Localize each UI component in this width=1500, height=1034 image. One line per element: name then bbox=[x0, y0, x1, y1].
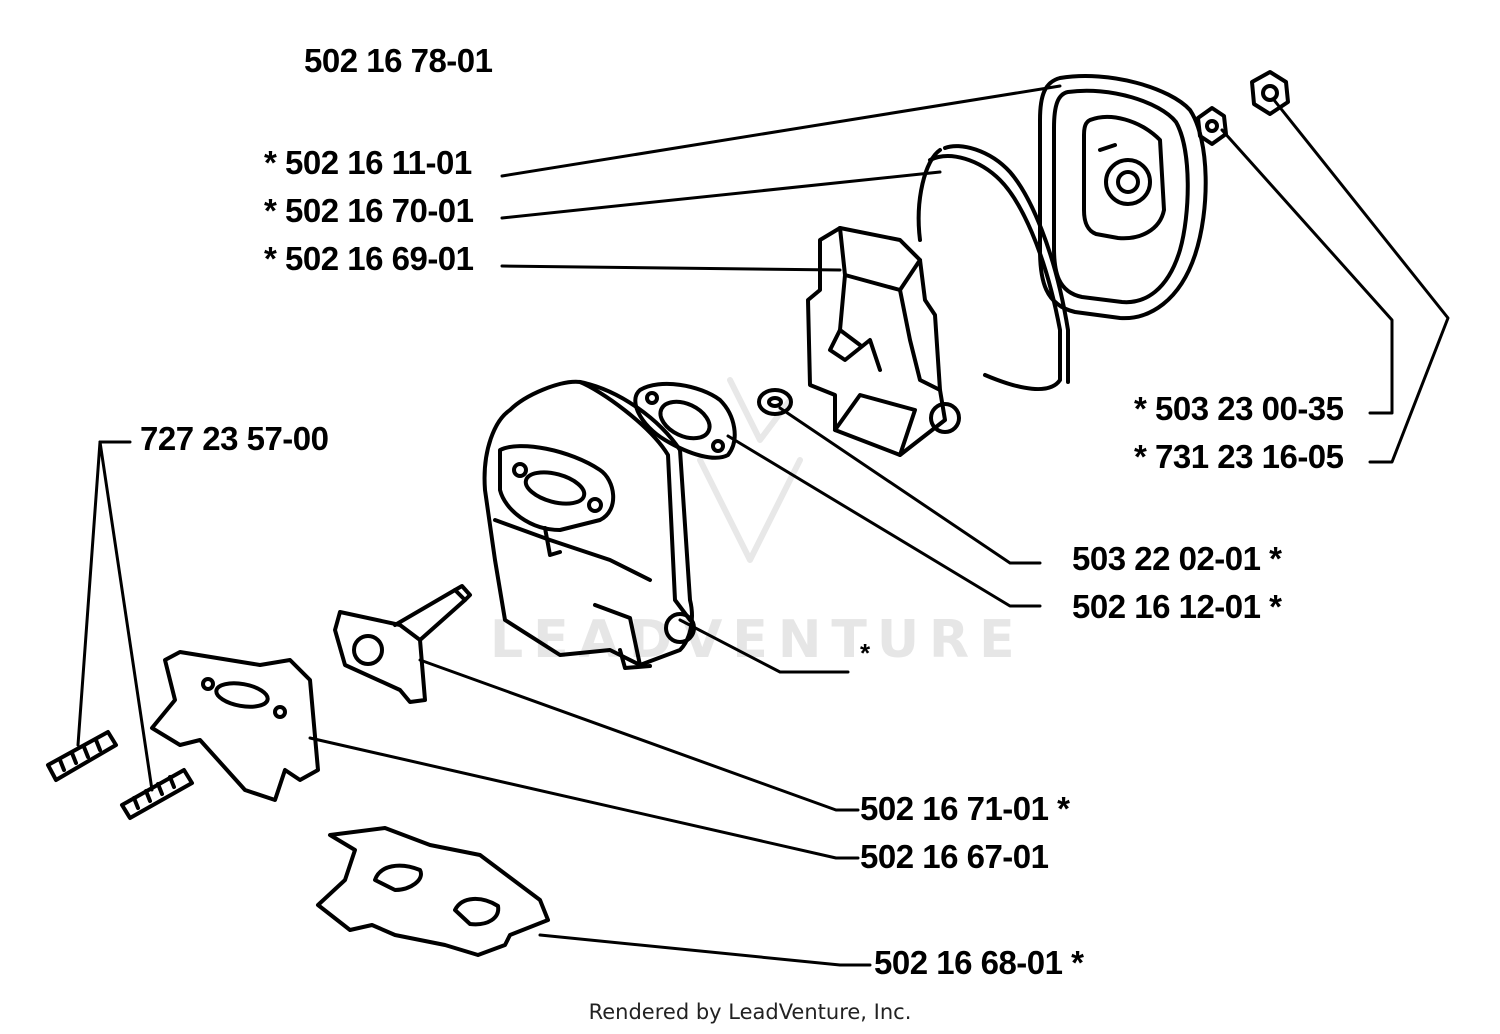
part-label: 727 23 57-00 bbox=[140, 420, 329, 457]
bottom-gasket-part bbox=[316, 826, 550, 957]
stud-part-2 bbox=[120, 768, 194, 820]
wire-clip-part bbox=[916, 144, 1070, 392]
part-label: 502 16 12-01 * bbox=[1072, 588, 1282, 625]
watermark: LEADVENTURE bbox=[490, 610, 1025, 670]
part-label: 503 22 02-01 * bbox=[1072, 540, 1282, 577]
part-label: * bbox=[860, 638, 870, 668]
part-label: * 502 16 11-01 bbox=[264, 144, 472, 181]
bolt-plate-part bbox=[333, 584, 472, 704]
assembly-number: 502 16 78-01 bbox=[304, 42, 493, 79]
stud-part-1 bbox=[46, 730, 118, 782]
part-label: 502 16 68-01 * bbox=[874, 944, 1084, 981]
part-label: * 502 16 69-01 bbox=[264, 240, 474, 277]
part-label: * 503 23 00-35 bbox=[1134, 390, 1344, 427]
washer-part bbox=[757, 388, 793, 416]
nut-part-1 bbox=[1196, 106, 1228, 146]
part-label: 502 16 67-01 bbox=[860, 838, 1049, 875]
render-credit: Rendered by LeadVenture, Inc. bbox=[588, 1000, 912, 1024]
filter-bracket-part bbox=[806, 226, 961, 457]
muffler-part bbox=[482, 379, 696, 670]
part-label: 502 16 71-01 * bbox=[860, 790, 1070, 827]
part-label: * 731 23 16-05 bbox=[1134, 438, 1344, 475]
gasket-part bbox=[633, 382, 737, 460]
filter-cover-part bbox=[1038, 74, 1208, 321]
part-label: * 502 16 70-01 bbox=[264, 192, 474, 229]
spacer-plate-part bbox=[150, 650, 320, 802]
leader-lines bbox=[76, 84, 1450, 967]
nut-part-2 bbox=[1250, 70, 1290, 116]
